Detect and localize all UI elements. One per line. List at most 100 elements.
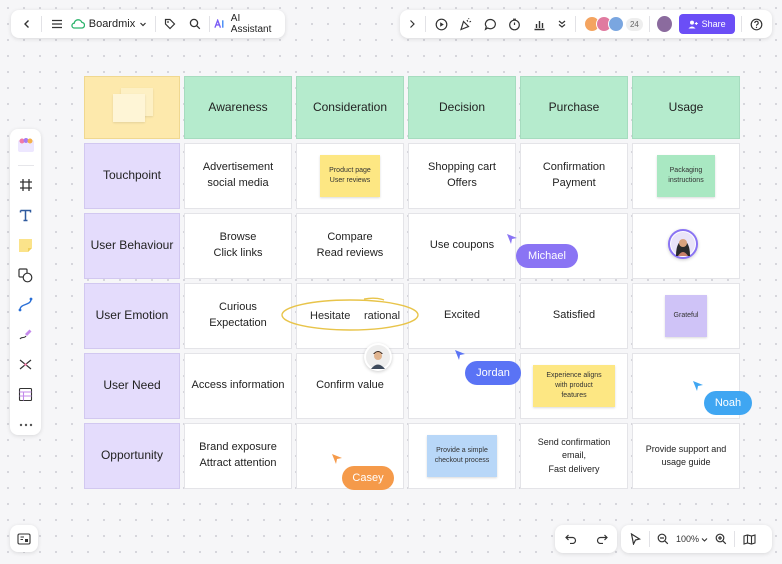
double-chevron-down-icon[interactable] [554, 13, 569, 35]
frame-icon[interactable] [15, 175, 37, 196]
divider [734, 531, 736, 547]
help-icon[interactable] [748, 13, 766, 35]
emotion-hesitate: Hesitate [310, 310, 351, 322]
chevron-down-icon [140, 22, 147, 27]
add-user-icon [688, 20, 698, 28]
emotion-rational: rational [364, 310, 401, 322]
share-label: Share [701, 19, 726, 29]
back-icon[interactable] [17, 13, 37, 35]
avatar [607, 16, 624, 32]
more-icon[interactable] [15, 414, 37, 435]
cursor-tag-jordan: Jordan [465, 361, 521, 385]
text-icon[interactable] [15, 205, 37, 226]
zoom-level-dropdown[interactable]: 100% [676, 534, 708, 544]
grid-cell[interactable]: Excited [408, 283, 516, 349]
divider [155, 16, 157, 32]
grid-cell[interactable]: Satisfied [520, 283, 628, 349]
sticky-packaging[interactable]: Packaging instructions [657, 155, 715, 197]
divider [575, 16, 576, 32]
brand-name: Boardmix [88, 18, 136, 30]
pen-icon[interactable] [15, 324, 37, 345]
user-avatar[interactable] [655, 15, 673, 33]
grid-cell[interactable] [296, 283, 404, 349]
row-label-user-behaviour[interactable]: User Behaviour [84, 213, 180, 279]
collaborator-avatars[interactable]: 24 [583, 16, 643, 32]
sticky-product-page[interactable]: Product page User reviews [320, 155, 380, 197]
divider [17, 164, 34, 166]
search-icon[interactable] [185, 13, 205, 35]
header-usage[interactable]: Usage [632, 76, 740, 139]
divider [424, 16, 426, 32]
emotion-circle-annotation[interactable] [280, 294, 422, 334]
map-icon[interactable] [741, 529, 757, 549]
sticky-note-icon[interactable] [15, 235, 37, 256]
timer-icon[interactable] [505, 13, 523, 35]
cursor-tag-casey: Casey [342, 466, 394, 490]
undo-redo-bar [555, 525, 617, 553]
chevron-down-icon [701, 537, 708, 542]
divider [208, 16, 210, 32]
top-left-toolbar: Boardmix AI Assistant [11, 10, 285, 38]
collaborator-photo-woman[interactable] [668, 229, 698, 259]
header-consideration[interactable]: Consideration [296, 76, 404, 139]
sticky-grateful[interactable]: Grateful [665, 295, 707, 337]
grid-cell[interactable]: Compare Read reviews [296, 213, 404, 279]
grid-cell[interactable]: Use coupons [408, 213, 516, 279]
grid-cell[interactable]: Confirmation Payment [520, 143, 628, 209]
celebrate-icon[interactable] [456, 13, 474, 35]
ai-icon [214, 19, 224, 28]
minimap-icon [17, 532, 31, 545]
grid-cell[interactable]: Send confirmation email, Fast delivery [520, 423, 628, 489]
connector-icon[interactable] [15, 294, 37, 315]
brand-menu[interactable]: Boardmix [71, 18, 147, 30]
zoom-out-icon[interactable] [656, 529, 670, 549]
collaborator-photo-man[interactable] [364, 343, 392, 371]
undo-icon[interactable] [561, 529, 581, 549]
collapse-chevron-icon[interactable] [406, 13, 419, 35]
table-icon[interactable] [15, 384, 37, 405]
sticky-checkout[interactable]: Provide a simple checkout process [427, 435, 497, 477]
cloud-logo-icon [71, 19, 85, 29]
cursor-tag-noah: Noah [704, 391, 752, 415]
mindmap-icon[interactable] [15, 354, 37, 375]
select-pointer-icon[interactable] [627, 529, 643, 549]
jordan-cursor-icon [455, 350, 465, 360]
comment-icon[interactable] [481, 13, 499, 35]
grid-cell[interactable]: Brand exposure Attract attention [184, 423, 292, 489]
grid-cell[interactable]: Browse Click links [184, 213, 292, 279]
menu-icon[interactable] [46, 13, 66, 35]
ai-assistant-button[interactable]: AI Assistant [214, 13, 279, 35]
zoom-in-icon[interactable] [714, 529, 728, 549]
zoom-bar: 100% [621, 525, 772, 553]
row-label-opportunity[interactable]: Opportunity [84, 423, 180, 489]
sticky-experience[interactable]: Experience aligns with product features [533, 365, 615, 407]
row-label-touchpoint[interactable]: Touchpoint [84, 143, 180, 209]
row-label-user-need[interactable]: User Need [84, 353, 180, 419]
cursor-tag-michael: Michael [516, 244, 578, 268]
header-purchase[interactable]: Purchase [520, 76, 628, 139]
divider [649, 531, 650, 547]
templates-icon[interactable] [15, 135, 37, 156]
play-icon[interactable] [432, 13, 450, 35]
grid-cell[interactable]: Access information [184, 353, 292, 419]
corner-sticky-stack [113, 88, 153, 122]
row-label-user-emotion[interactable]: User Emotion [84, 283, 180, 349]
grid-cell[interactable]: Provide support and usage guide [632, 423, 740, 489]
minimap-toggle[interactable] [10, 525, 38, 552]
header-decision[interactable]: Decision [408, 76, 516, 139]
casey-cursor-icon [332, 454, 342, 464]
grid-cell[interactable]: Advertisement social media [184, 143, 292, 209]
grid-cell[interactable]: Shopping cart Offers [408, 143, 516, 209]
divider [41, 16, 43, 32]
tag-icon[interactable] [160, 13, 180, 35]
divider [740, 16, 742, 32]
noah-cursor-icon [693, 381, 703, 391]
chart-icon[interactable] [530, 13, 548, 35]
redo-icon[interactable] [592, 529, 612, 549]
header-awareness[interactable]: Awareness [184, 76, 292, 139]
michael-cursor-icon [507, 234, 517, 244]
collaborator-count: 24 [625, 17, 643, 31]
share-button[interactable]: Share [678, 14, 735, 34]
shape-icon[interactable] [15, 265, 37, 286]
grid-cell[interactable]: Curious Expectation [184, 283, 292, 349]
